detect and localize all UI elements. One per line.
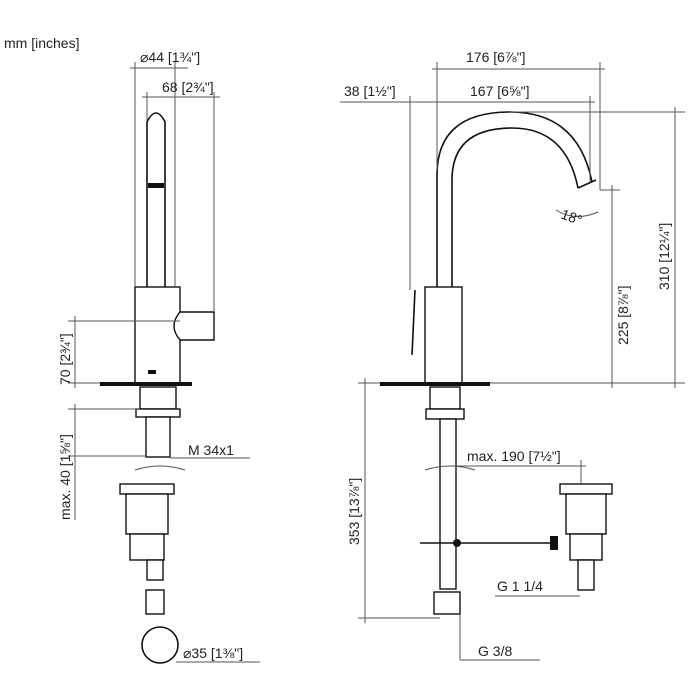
shank <box>429 386 461 410</box>
lever <box>411 289 416 356</box>
side-view-faucet <box>100 112 215 664</box>
supply-pipe <box>439 418 457 590</box>
spout-tube <box>146 112 166 287</box>
diameter-top-label: ⌀44 [1¾"] <box>140 49 200 65</box>
base-plate <box>380 382 490 386</box>
waste-pipe <box>146 559 164 581</box>
waste-thread-label: G 1 1/4 <box>497 578 543 594</box>
supply-thread-label: G 3/8 <box>478 643 512 659</box>
body-height-label: 70 [2¾"] <box>57 333 73 385</box>
max-thickness-label: max. 40 [1⅝"] <box>57 434 73 520</box>
nut <box>425 408 465 420</box>
left-offset-label: 38 [1½"] <box>344 83 396 99</box>
total-height-label: 310 [12¼"] <box>656 223 672 290</box>
hole-diameter-label: ⌀35 [1⅜"] <box>183 645 243 661</box>
max-rod-label: max. 190 [7½"] <box>467 448 561 464</box>
aerator-mark <box>148 183 164 188</box>
waste-flange <box>559 483 613 495</box>
thread-label: M 34x1 <box>188 442 234 458</box>
indicator <box>148 370 156 374</box>
waste-flange <box>119 483 175 495</box>
spout-inner <box>451 127 579 287</box>
below-depth-label: 353 [13⅞"] <box>346 478 362 545</box>
waste-lower <box>129 533 165 561</box>
handle-offset-label: 68 [2¾"] <box>162 79 214 95</box>
handle <box>173 311 215 341</box>
waste-lower <box>569 533 603 561</box>
spout-height-label: 225 [8⅞"] <box>615 286 631 345</box>
nut <box>135 408 181 418</box>
thread-pipe <box>145 416 171 458</box>
reach-label: 167 [6⅝"] <box>470 83 529 99</box>
shank <box>139 386 177 410</box>
side-view-dimensions: ⌀44 [1¾"] 68 [2¾"] 70 [2¾"] max. 40 [1⅝"… <box>57 49 260 663</box>
body <box>424 286 463 384</box>
base-plate <box>100 382 192 386</box>
angle-label: 18° <box>559 206 584 228</box>
waste-body <box>125 493 169 535</box>
units-label: mm [inches] <box>4 35 79 51</box>
waste-pipe <box>577 559 595 591</box>
front-view-faucet <box>380 111 613 615</box>
waste-body <box>565 493 607 535</box>
spout-outer <box>436 111 593 287</box>
front-view-dimensions: 176 [6⅞"] 38 [1½"] 167 [6⅝"] 18° 225 [8⅞… <box>340 49 685 661</box>
body <box>134 286 181 384</box>
supply-connector <box>433 591 461 615</box>
reach-total-label: 176 [6⅞"] <box>466 49 525 65</box>
hole-circle <box>141 626 179 664</box>
supply-pipe <box>145 589 165 615</box>
